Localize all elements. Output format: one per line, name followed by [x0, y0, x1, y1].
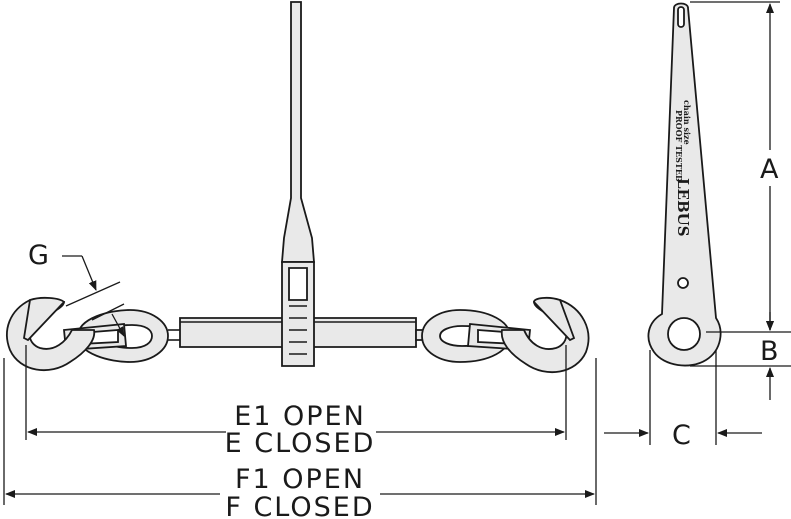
f-closed-label: F CLOSED [225, 492, 374, 519]
g-label: G [28, 240, 49, 271]
e-dimension: E1 OPEN E CLOSED [25, 345, 567, 459]
ratchet-body [281, 261, 315, 367]
e-closed-label: E CLOSED [225, 428, 376, 459]
e-open-label: E1 OPEN [234, 401, 366, 432]
b-label: B [760, 336, 779, 367]
a-label: A [760, 154, 779, 185]
side-view: chain size PROOF TESTED LEBUS A B C [604, 1, 791, 451]
front-view: G E1 OPEN E CLOSED F1 OPEN F CLOSED [3, 1, 597, 519]
left-hook [6, 296, 96, 371]
g-dimension: G [28, 240, 125, 337]
lever-handle [281, 1, 315, 263]
f-open-label: F1 OPEN [235, 464, 365, 495]
side-stamp-brand: LEBUS [674, 178, 692, 237]
b-dimension: B [690, 312, 791, 400]
side-handle: chain size PROOF TESTED LEBUS [647, 2, 722, 367]
a-dimension: A [690, 1, 780, 331]
c-dimension: C [604, 350, 762, 451]
side-stamp-proof: PROOF TESTED [674, 110, 684, 182]
right-hook [500, 296, 590, 373]
side-stamp-small: chain size [682, 100, 692, 145]
c-label: C [672, 420, 691, 451]
f-dimension: F1 OPEN F CLOSED [3, 358, 597, 519]
